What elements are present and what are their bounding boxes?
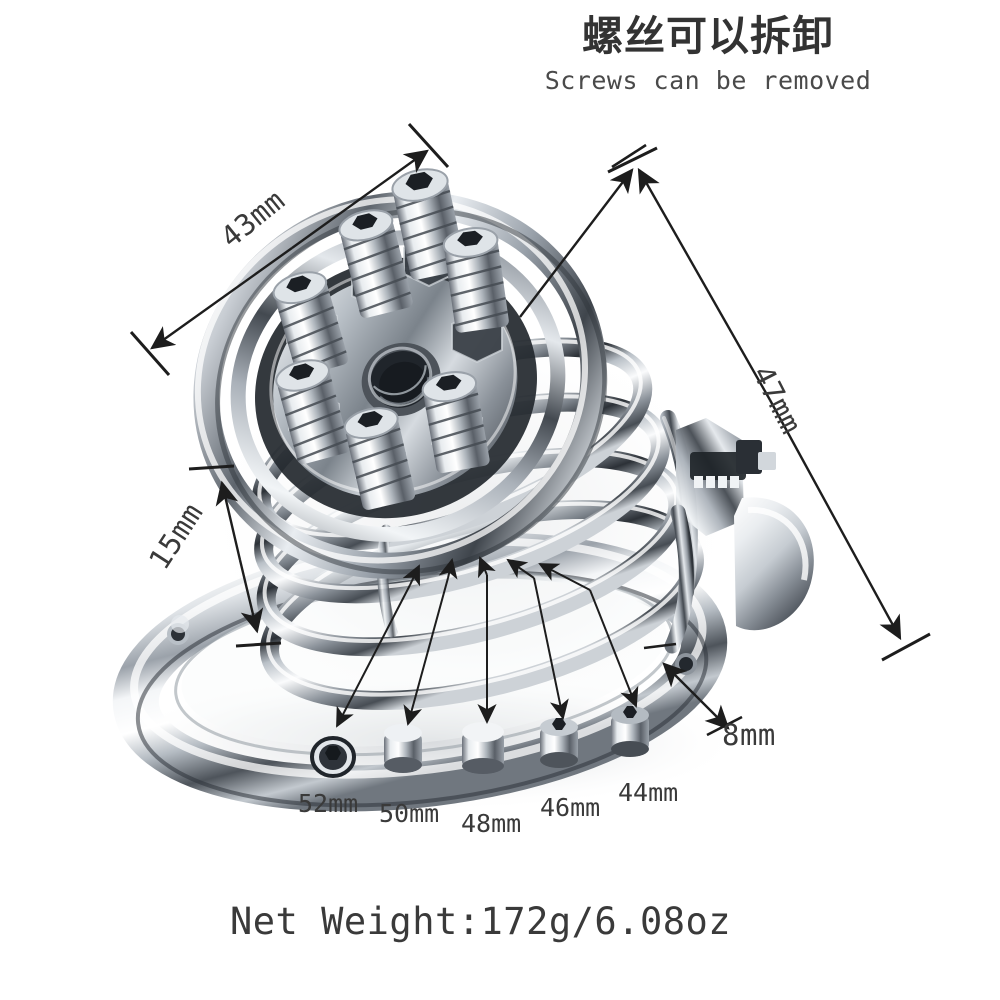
- size-label-44mm: 44mm: [618, 778, 679, 807]
- base-ring-size-screws: [310, 706, 649, 778]
- caption-chinese: 螺丝可以拆卸: [582, 12, 834, 60]
- net-weight-label: Net Weight:172g/6.08oz: [230, 900, 732, 943]
- caption-leader-arrow: [519, 143, 647, 318]
- dim-arrow-15mm: [188, 464, 282, 648]
- dimension-label-8mm: 8mm: [722, 718, 776, 752]
- dimension-label-43mm: 43mm: [214, 182, 292, 255]
- caption-english: Screws can be removed: [544, 66, 872, 95]
- size-label-48mm: 48mm: [461, 809, 522, 838]
- hex-seats: [286, 234, 503, 492]
- size-leader-lines: [336, 556, 639, 728]
- dim-arrow-43mm: [129, 122, 450, 376]
- lock-mechanism: [664, 418, 814, 675]
- size-label-50mm: 50mm: [379, 799, 440, 828]
- size-label-52mm: 52mm: [298, 789, 359, 818]
- spiral-cage-rings: [251, 337, 704, 710]
- dimension-label-47mm: 47mm: [745, 360, 809, 440]
- cap-screws: [272, 168, 509, 510]
- size-label-46mm: 46mm: [540, 793, 601, 822]
- dimension-label-15mm: 15mm: [142, 496, 210, 576]
- screw-cap-disc: [193, 168, 608, 579]
- base-ring-hinge-screws: [167, 615, 189, 645]
